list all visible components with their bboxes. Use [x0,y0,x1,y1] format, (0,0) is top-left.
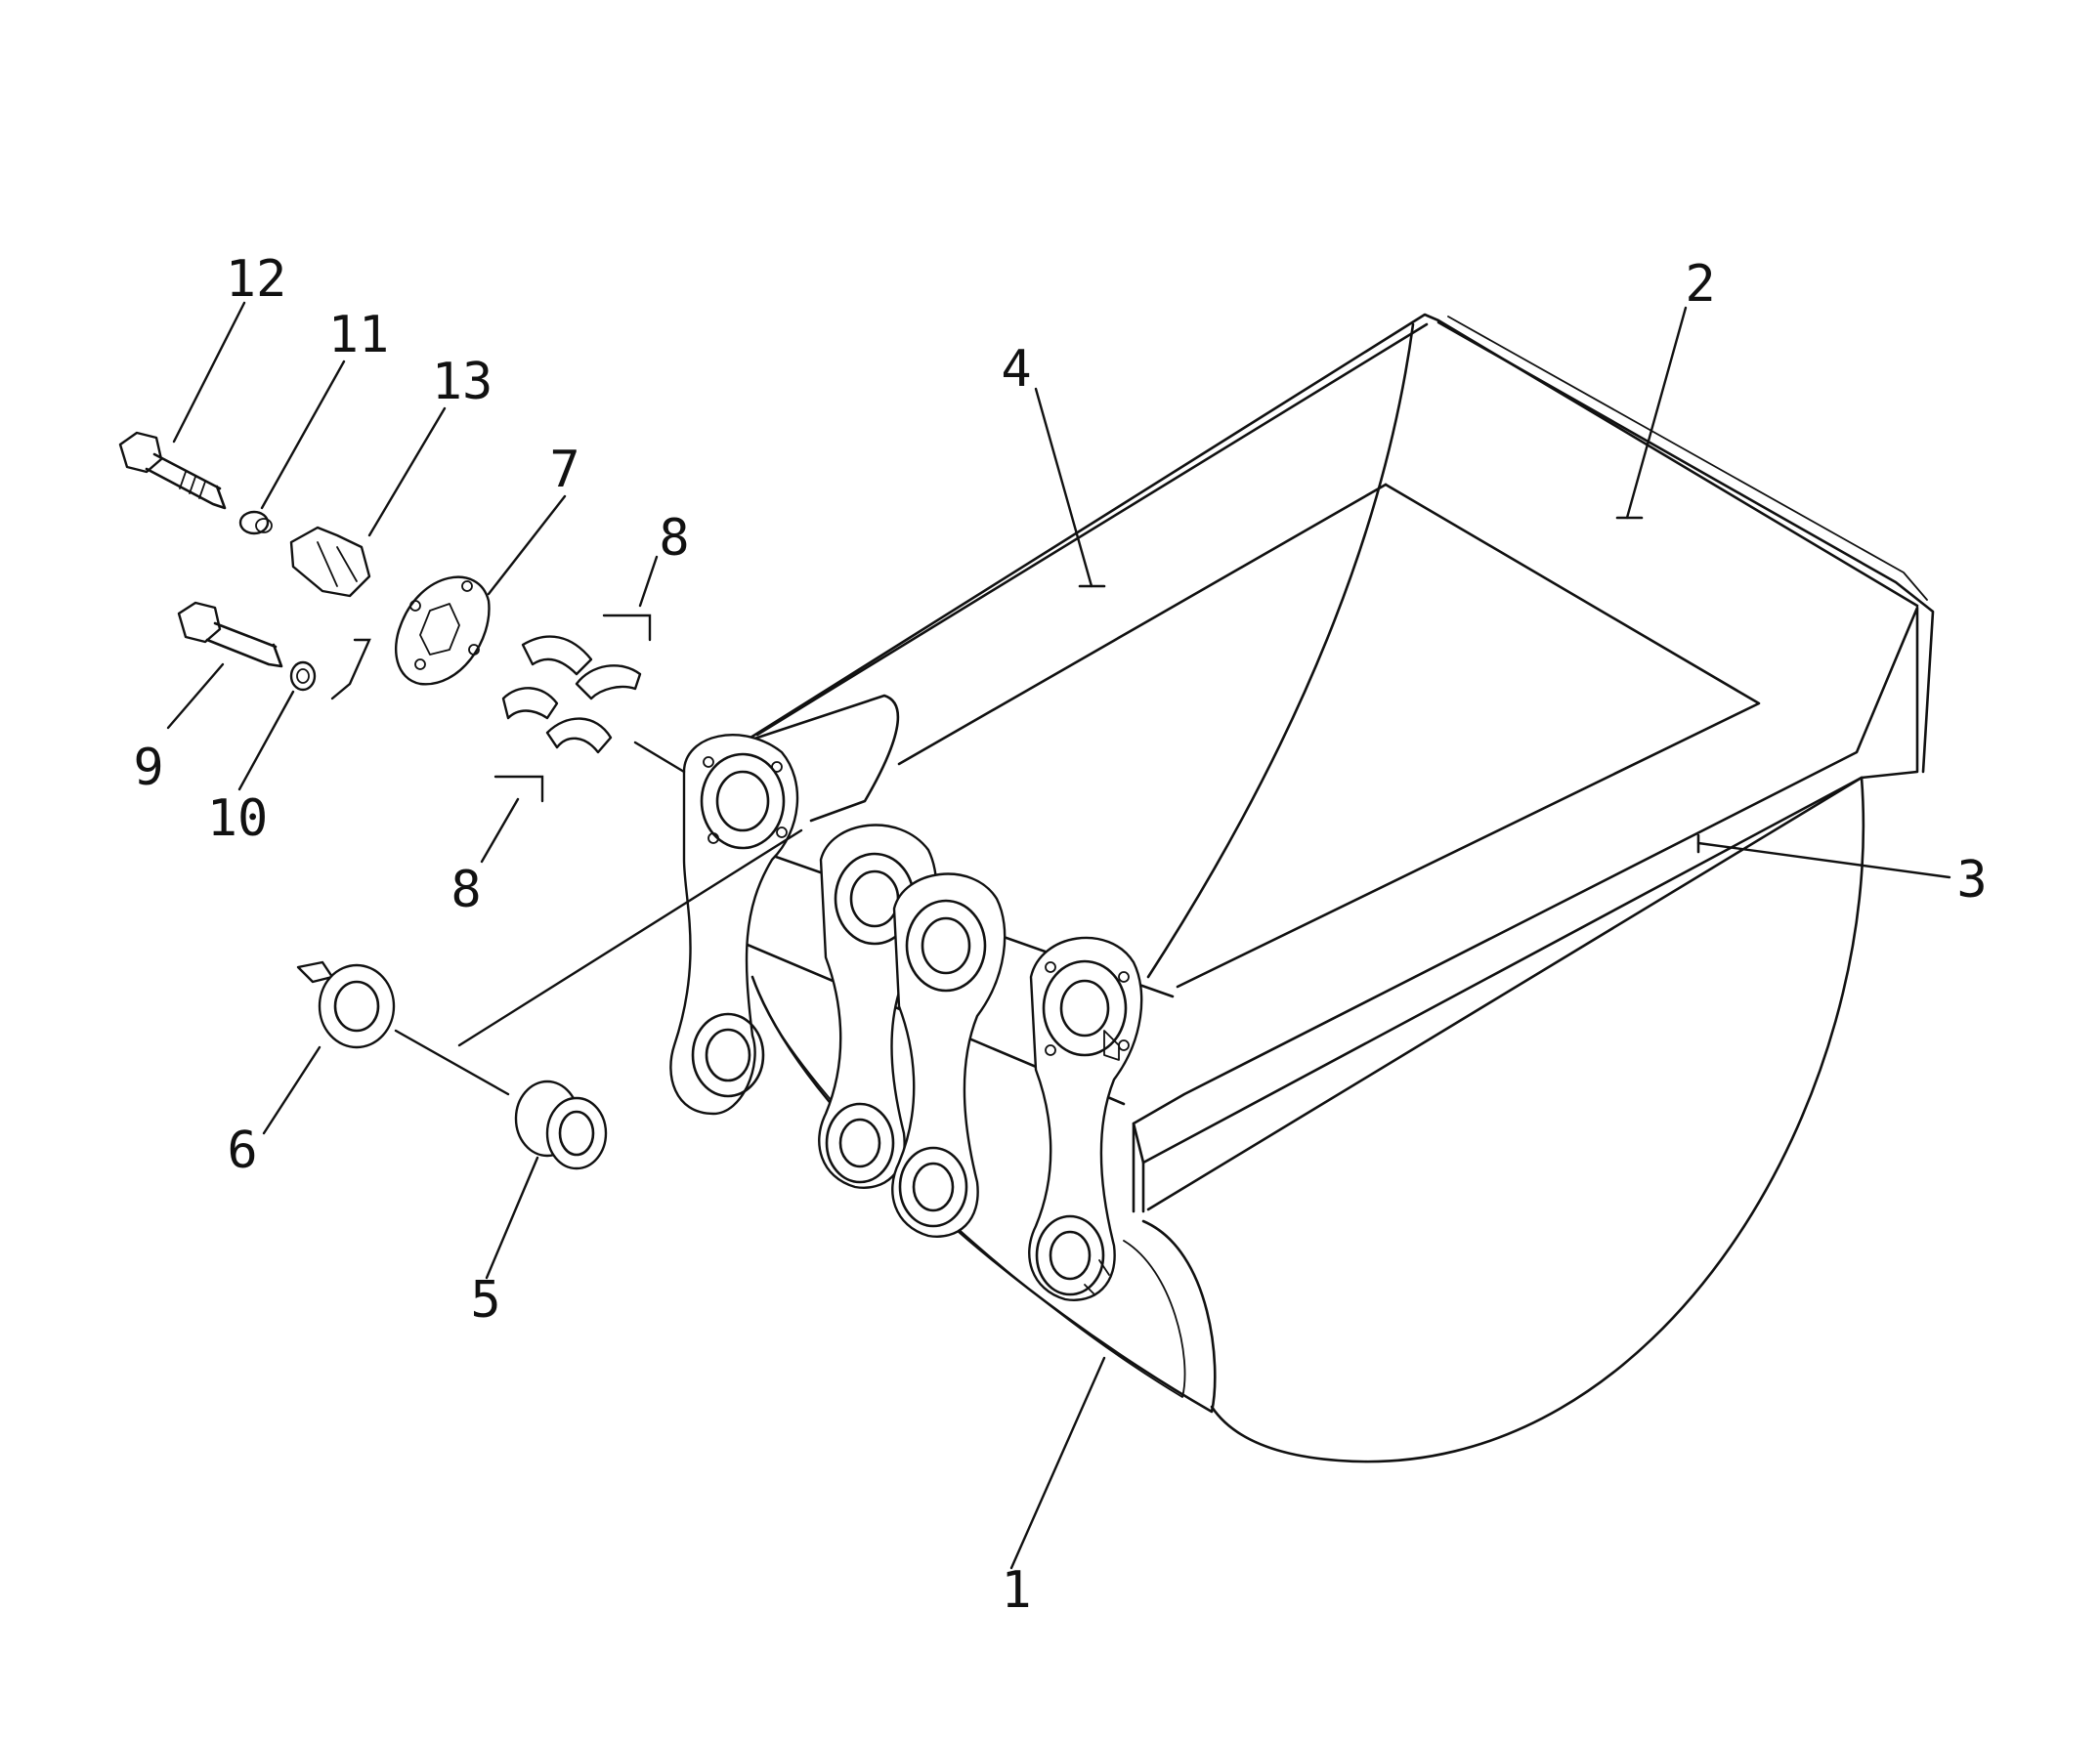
bushing-5 [514,1080,608,1170]
bucket-rim-back [1436,320,1935,774]
callout-4: 4 [1001,340,1031,399]
assembly-line-shims [633,741,686,774]
bucket-lip [1132,1122,1145,1213]
bucket-boss-upper [741,694,900,823]
lock-block-13 [289,526,371,598]
washer-10 [289,660,317,692]
leader-13 [367,406,447,537]
callout-10: 10 [207,789,269,848]
washer-11 [238,510,273,535]
bucket-rim-back-edge [1447,316,1928,601]
callout-13: 13 [432,353,493,411]
bucket-assembly [669,313,1935,1463]
callout-1: 1 [1001,1561,1031,1620]
leader-lines [166,301,1951,1570]
leader-7 [487,494,567,596]
callout-5: 5 [470,1271,500,1330]
bracket-plate-4 [1028,936,1143,1301]
bracket-plate-3 [891,872,1007,1238]
bucket-inner-side [897,483,1388,766]
leader-6 [262,1045,321,1135]
callout-labels: 1 2 3 4 5 6 7 8 8 9 10 11 12 13 [133,250,1987,1620]
bucket-inner-curve [1146,322,1415,979]
callout-8b: 8 [450,861,481,919]
callout-6: 6 [227,1122,257,1180]
bucket-inner-back [1176,483,1761,989]
leader-9 [166,662,225,730]
callout-11: 11 [328,306,390,364]
bucket-rim-front [741,313,1919,744]
callout-9: 9 [133,739,163,797]
assembly-line-bushings [394,828,803,1096]
bucket-lip-line [1146,776,1864,1211]
leader-1 [1009,1356,1106,1570]
leader-11 [260,360,346,510]
leader-10 [237,690,295,791]
leader-8a [602,555,659,642]
plate-7 [394,575,491,686]
callout-12: 12 [226,250,287,309]
bucket-front-wall [1132,606,1919,1165]
bushing-6 [296,960,396,1049]
bucket-rim-front-inner [755,322,1429,737]
callout-3: 3 [1956,851,1987,910]
assembly-line-plate [330,638,371,700]
leader-5 [485,1156,539,1280]
callout-8a: 8 [659,509,689,568]
callout-2: 2 [1685,255,1715,314]
shim-8 [501,635,642,754]
leader-2 [1625,306,1688,520]
bucket-side-curve [1210,776,1865,1463]
leader-12 [172,301,246,444]
leader-3 [1696,841,1951,879]
bolt-12 [118,431,227,510]
leader-8b [480,775,544,864]
leader-4 [1034,387,1093,588]
bracket-plate-1 [669,734,799,1116]
bucket-bottom-belly [750,975,1217,1414]
callout-7: 7 [549,441,579,499]
bolt-9 [177,601,283,668]
